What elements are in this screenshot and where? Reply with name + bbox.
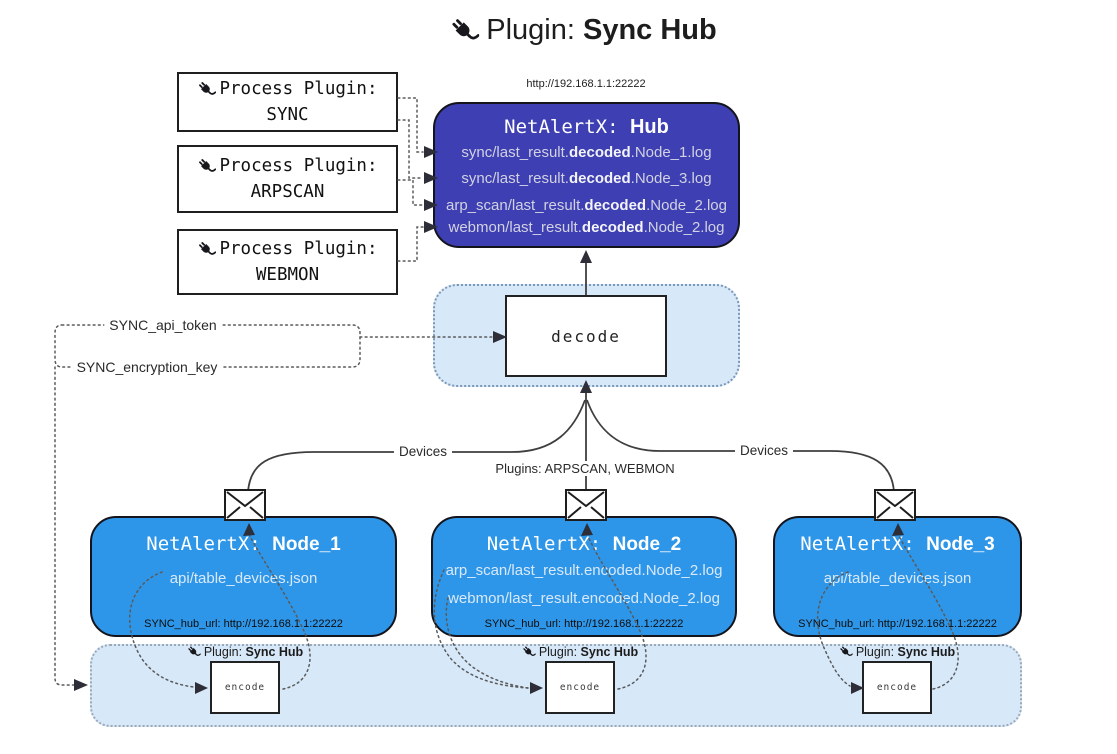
hub-title: NetAlertX: Hub <box>504 116 669 138</box>
plug-icon <box>449 16 479 46</box>
process-plugin-name: WEBMON <box>255 265 320 285</box>
plugins-edge-label: Plugins: ARPSCAN, WEBMON <box>490 461 680 476</box>
node-title: NetAlertX: Node_3 <box>800 533 995 555</box>
plug-icon <box>197 240 216 259</box>
node-title: NetAlertX: Node_1 <box>146 533 341 555</box>
encode-box: encode <box>210 661 280 714</box>
encode-box: encode <box>862 661 932 714</box>
node-file: api/table_devices.json <box>823 570 972 587</box>
encode-box: encode <box>545 661 615 714</box>
encode-plugin-label: Plugin: Sync Hub <box>839 645 955 659</box>
title-bold: Sync Hub <box>582 14 717 46</box>
process-plugin-name: SYNC <box>266 105 309 125</box>
node-file: arp_scan/last_result.encoded.Node_2.log <box>445 562 723 579</box>
node-box-2: NetAlertX: Node_2 arp_scan/last_result.e… <box>431 516 737 637</box>
node-file: api/table_devices.json <box>169 570 318 587</box>
plug-icon <box>839 645 853 659</box>
plug-icon <box>197 157 216 176</box>
process-plugin-box-webmon: Process Plugin: WEBMON <box>177 229 398 295</box>
devices-label-left: Devices <box>393 444 453 459</box>
process-plugin-box-arpscan: Process Plugin: ARPSCAN <box>177 145 398 213</box>
devices-label-right: Devices <box>734 443 794 458</box>
node-title: NetAlertX: Node_2 <box>486 533 682 555</box>
title-plain: Plugin: <box>486 14 583 46</box>
page-title: Plugin: Sync Hub <box>449 14 717 47</box>
node-hub-url: SYNC_hub_url: http://192.168.1.1:22222 <box>144 618 343 630</box>
encode-plugin-label: Plugin: Sync Hub <box>187 645 303 659</box>
hub-box: NetAlertX: Hub sync/last_result.decoded.… <box>433 102 740 248</box>
node-file: webmon/last_result.encoded.Node_2.log <box>448 590 720 607</box>
process-plugin-label: Process Plugin: <box>219 156 378 176</box>
hub-url: http://192.168.1.1:22222 <box>526 78 646 90</box>
plug-icon <box>187 645 201 659</box>
process-plugin-box-sync: Process Plugin: SYNC <box>177 72 398 132</box>
hub-log-line: sync/last_result.decoded.Node_1.log <box>461 144 712 161</box>
plug-icon <box>522 645 536 659</box>
node-hub-url: SYNC_hub_url: http://192.168.1.1:22222 <box>798 618 997 630</box>
decode-box: decode <box>505 295 667 377</box>
node-hub-url: SYNC_hub_url: http://192.168.1.1:22222 <box>484 618 684 630</box>
sync-encryption-key-label: SYNC_encryption_key <box>71 359 223 375</box>
process-plugin-name: ARPSCAN <box>250 182 325 202</box>
process-plugin-label: Process Plugin: <box>219 239 378 259</box>
encode-plugin-label: Plugin: Sync Hub <box>522 645 638 659</box>
node-box-1: NetAlertX: Node_1 api/table_devices.json… <box>90 516 397 637</box>
hub-log-line: arp_scan/last_result.decoded.Node_2.log <box>446 197 727 214</box>
hub-log-line: webmon/last_result.decoded.Node_2.log <box>448 219 725 236</box>
hub-log-line: sync/last_result.decoded.Node_3.log <box>461 170 712 187</box>
sync-api-token-label: SYNC_api_token <box>104 317 222 333</box>
process-plugin-label: Process Plugin: <box>219 79 378 99</box>
node-box-3: NetAlertX: Node_3 api/table_devices.json… <box>773 516 1022 637</box>
plug-icon <box>197 80 216 99</box>
